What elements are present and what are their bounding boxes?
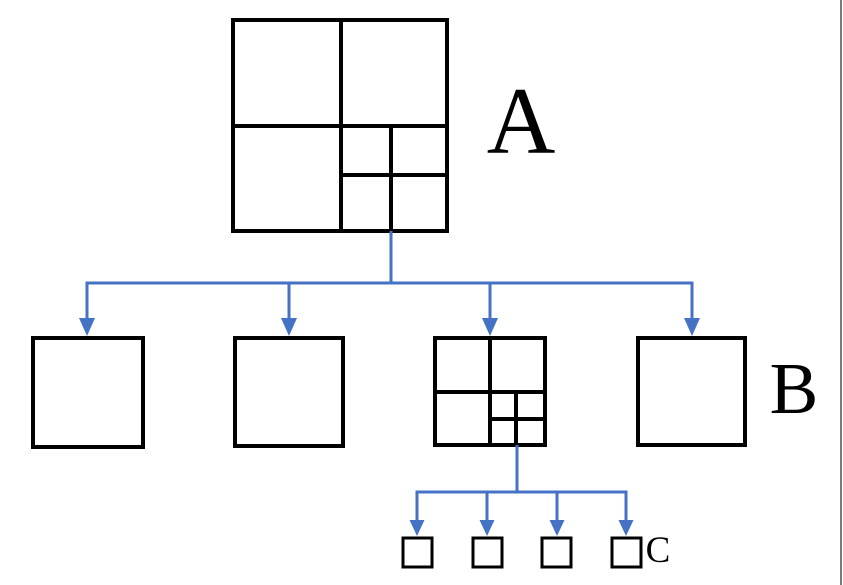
arrow-down-icon [79, 318, 95, 336]
leaf-node-1 [401, 536, 434, 569]
child-node-1 [31, 336, 145, 449]
arrow-down-icon [281, 318, 297, 336]
quadtree-leaf-nodes [401, 536, 643, 569]
child-node-4 [636, 336, 747, 447]
arrow-down-icon [618, 520, 634, 536]
connector-child3-to-leaves [409, 445, 634, 536]
leaf-node-3 [540, 536, 573, 569]
quadtree-node-root [231, 18, 449, 233]
connector-root-to-children [79, 231, 700, 336]
quadtree-child-nodes [31, 336, 747, 449]
leaf-node-4 [610, 536, 643, 569]
label-level2: B [770, 348, 819, 429]
child-node-2 [233, 336, 345, 448]
arrow-down-icon [549, 520, 565, 536]
leaf-node-2 [471, 536, 504, 569]
arrow-down-icon [482, 318, 498, 336]
arrow-down-icon [409, 520, 425, 536]
arrow-down-icon [479, 520, 495, 536]
arrow-down-icon [684, 318, 700, 336]
label-root: A [487, 68, 556, 174]
child-node-3-subdivided [433, 336, 547, 447]
label-level3: C [646, 530, 671, 571]
